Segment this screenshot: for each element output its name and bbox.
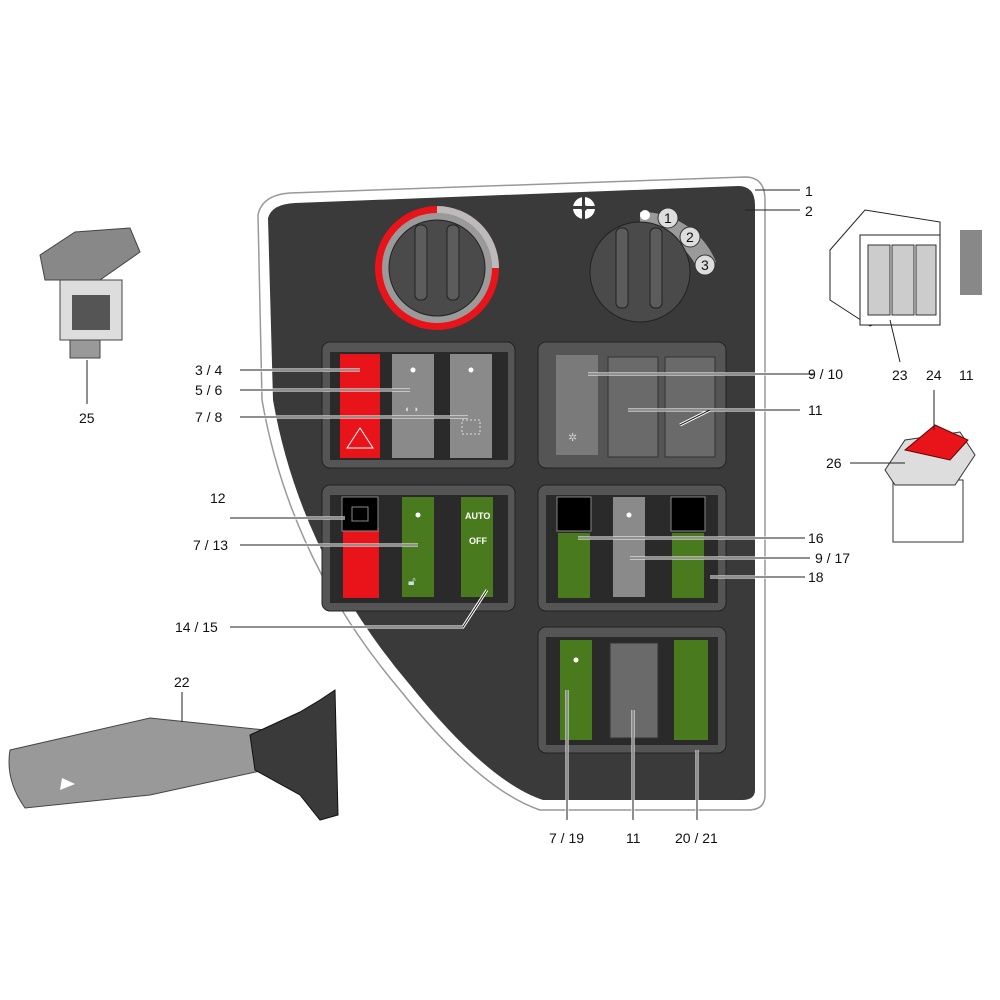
- indicator-lamp-12: [341, 496, 379, 532]
- retarder-switch[interactable]: [558, 533, 590, 598]
- switch-bank-d: [537, 484, 727, 612]
- defrost-icon: [461, 419, 481, 435]
- switch-bank-b: ✲: [537, 341, 727, 469]
- callout-11-bottom: 11: [626, 830, 641, 846]
- callout-7-13: 7 / 13: [193, 537, 228, 553]
- callout-25: 25: [79, 410, 95, 426]
- switch-bank-a: ◐ ◑: [321, 341, 516, 469]
- switch-9-17[interactable]: [613, 497, 645, 597]
- callout-11-plate: 11: [959, 367, 974, 383]
- switch-18[interactable]: [672, 533, 704, 598]
- fan-knob[interactable]: 1 2 3: [572, 196, 716, 323]
- callout-1: 1: [805, 183, 813, 199]
- socket-component-25: [39, 227, 141, 359]
- callout-9-17: 9 / 17: [815, 550, 850, 566]
- callout-2: 2: [805, 203, 813, 219]
- switch-housing-23: [829, 209, 941, 327]
- switch-20-21[interactable]: [674, 640, 708, 740]
- callout-11-top: 11: [808, 402, 823, 418]
- callout-9-10: 9 / 10: [808, 366, 843, 382]
- rocker-switch-26: [884, 424, 976, 543]
- switch-7-19[interactable]: [560, 640, 592, 740]
- blank-switch-1[interactable]: [607, 356, 659, 458]
- callout-5-6: 5 / 6: [195, 382, 222, 398]
- callout-7-8: 7 / 8: [195, 409, 222, 425]
- auto-off-switch[interactable]: [461, 497, 493, 597]
- callout-12: 12: [210, 490, 226, 506]
- fan-speed-2: 2: [686, 229, 694, 245]
- callout-14-15: 14 / 15: [175, 619, 218, 635]
- callout-18: 18: [808, 569, 824, 585]
- parking-brake-switch[interactable]: [343, 528, 379, 598]
- callout-24: 24: [926, 367, 942, 383]
- fan-icon: [572, 196, 596, 220]
- fan-speed-3: 3: [701, 257, 709, 273]
- unlock-switch[interactable]: [402, 497, 434, 597]
- fog-light-icon: ◐ ◑: [405, 404, 418, 414]
- callout-22: 22: [174, 674, 190, 690]
- snowflake-icon: ✲: [568, 432, 577, 444]
- off-label: OFF: [469, 536, 487, 546]
- air-con-switch[interactable]: [556, 355, 598, 455]
- temperature-knob[interactable]: [375, 206, 499, 330]
- indicator-lamp-16b: [670, 496, 706, 532]
- callout-16: 16: [808, 530, 824, 546]
- callout-7-19: 7 / 19: [549, 830, 584, 846]
- auto-label: AUTO: [465, 511, 490, 521]
- wiper-stalk-22: [8, 689, 339, 821]
- callout-20-21: 20 / 21: [675, 830, 718, 846]
- blank-switch-2[interactable]: [664, 356, 716, 458]
- blank-plate-11: [960, 230, 982, 295]
- switch-bank-c: 🔓︎ AUTO OFF: [321, 484, 516, 612]
- callout-23: 23: [892, 367, 908, 383]
- fan-speed-1: 1: [664, 210, 672, 226]
- unlock-icon: 🔓︎: [408, 574, 416, 588]
- hazard-icon: [346, 427, 374, 449]
- indicator-lamp-16a: [556, 496, 592, 532]
- leader-lines: [86, 189, 935, 820]
- callout-26: 26: [826, 455, 842, 471]
- callout-3-4: 3 / 4: [195, 362, 222, 378]
